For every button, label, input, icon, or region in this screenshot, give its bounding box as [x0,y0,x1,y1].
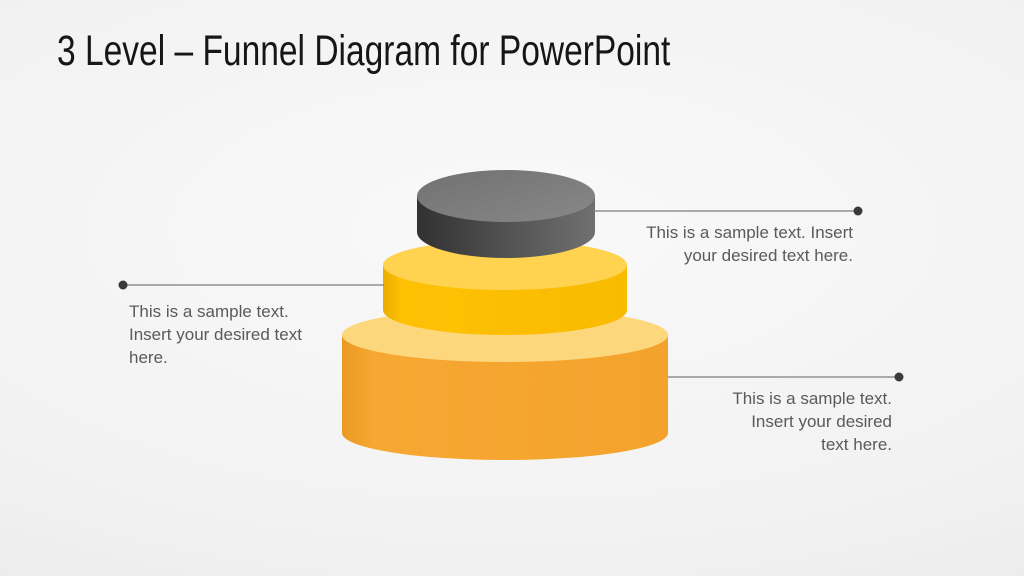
callout-text-line: text here. [821,435,892,454]
callout-text-line: your desired text here. [683,246,853,265]
funnel-level-1-top [417,170,595,222]
funnel-level-2-top [383,240,627,290]
callout-text-line: This is a sample text. [129,302,289,321]
callout-text-bottom-right: This is a sample text. Insert your desir… [732,387,892,456]
slide-title: 3 Level – Funnel Diagram for PowerPoint [57,27,671,75]
callout-dot-bottom-right [894,372,904,382]
callout-text-line: Insert your desired [751,412,892,431]
callout-dot-middle-left [118,280,128,290]
callout-text-line: here. [129,348,168,367]
callout-text-line: This is a sample text. [732,389,892,408]
callout-text-top-right: This is a sample text. Insert your desir… [646,221,853,267]
callout-text-line: This is a sample text. Insert [646,223,853,242]
callout-text-middle-left: This is a sample text. Insert your desir… [129,300,302,369]
funnel-level-3-side [342,335,668,460]
callout-dot-top-right [853,206,863,216]
callout-text-line: Insert your desired text [129,325,302,344]
